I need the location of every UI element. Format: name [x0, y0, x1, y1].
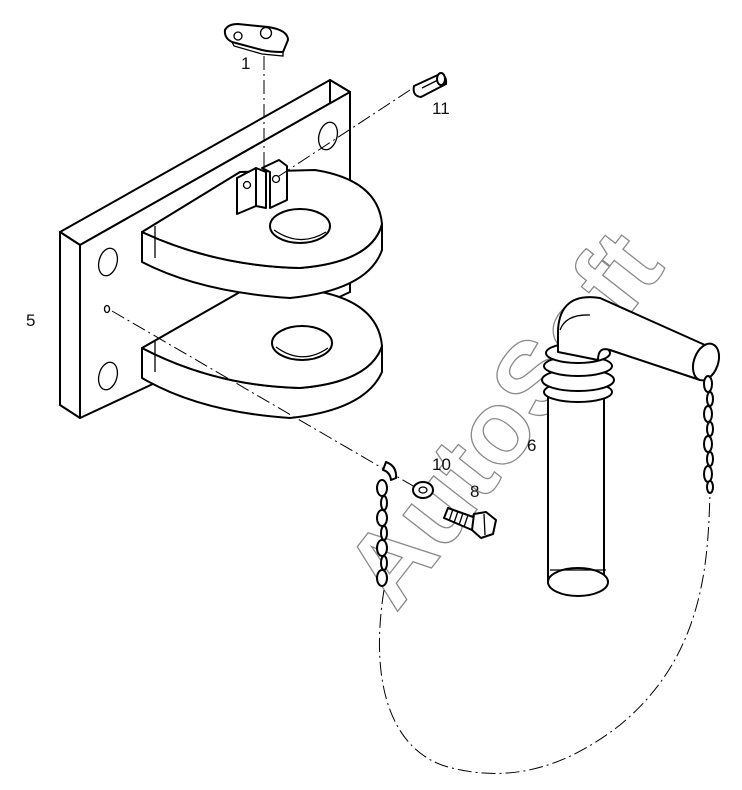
callout-1: 1	[241, 54, 250, 73]
chain-right	[703, 375, 714, 494]
callout-5: 5	[26, 311, 35, 330]
leader-lines	[111, 56, 711, 774]
chain-left	[376, 461, 398, 587]
keeper-plate	[223, 23, 289, 57]
clevis-bracket	[236, 159, 288, 215]
callout-10: 10	[432, 455, 451, 474]
washer	[412, 481, 434, 499]
watermark: AutoSoft	[323, 210, 685, 627]
callout-8: 8	[470, 482, 479, 501]
bolt	[443, 507, 497, 539]
upper-jaw	[141, 169, 383, 299]
callout-11: 11	[432, 99, 450, 118]
callout-6: 6	[527, 436, 536, 455]
hitch-pin	[541, 296, 721, 597]
roll-pin	[412, 72, 448, 98]
